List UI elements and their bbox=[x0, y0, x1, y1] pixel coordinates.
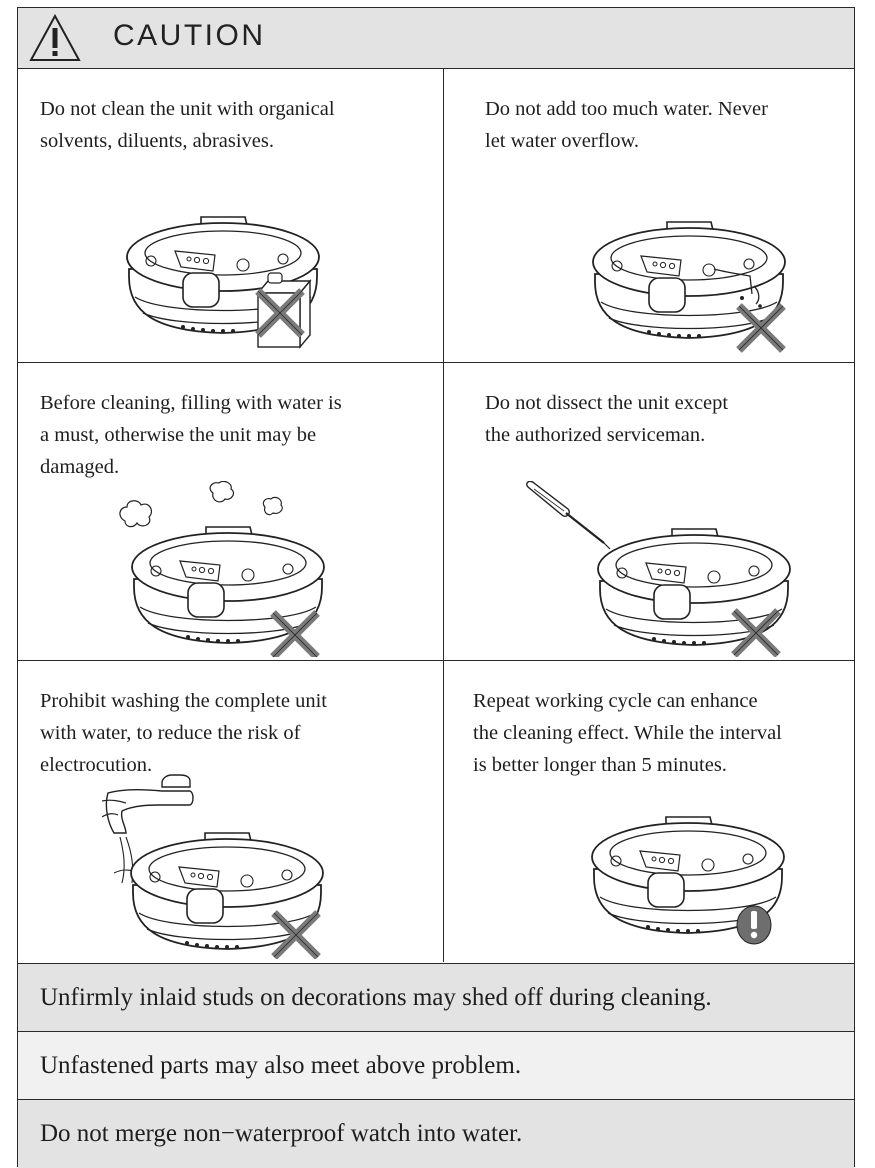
caution-grid: Do not clean the unit with organical sol… bbox=[18, 69, 854, 964]
faucet-icon bbox=[102, 774, 194, 834]
cleaner-screwdriver-illustration bbox=[525, 481, 791, 657]
note-unfastened-parts: Unfastened parts may also meet above pro… bbox=[18, 1032, 854, 1100]
cleaner-tap-illustration bbox=[102, 774, 324, 959]
caution-cell-solvents: Do not clean the unit with organical sol… bbox=[18, 69, 444, 363]
warning-triangle-icon bbox=[29, 13, 81, 61]
attention-icon bbox=[736, 905, 772, 945]
caution-cell-dissect: Do not dissect the unit except the autho… bbox=[444, 363, 854, 661]
caution-text: Repeat working cycle can enhance the cle… bbox=[473, 690, 782, 776]
screwdriver-icon bbox=[525, 481, 611, 550]
cleaner-dry-illustration bbox=[119, 481, 325, 657]
cleaner-overflow-illustration bbox=[592, 221, 804, 364]
caution-text: Do not add too much water. Never let wat… bbox=[485, 98, 768, 152]
caution-sheet: CAUTION Do not clean the unit with organ… bbox=[17, 7, 855, 1168]
caution-cell-washing: Prohibit washing the complete unit with … bbox=[18, 661, 444, 962]
caution-text: Prohibit washing the complete unit with … bbox=[40, 690, 327, 776]
caution-header: CAUTION bbox=[18, 8, 854, 69]
cleaner-solvent-illustration bbox=[126, 216, 320, 349]
caution-cell-fill-water: Before cleaning, filling with water is a… bbox=[18, 363, 444, 661]
note-studs: Unfirmly inlaid studs on decorations may… bbox=[18, 964, 854, 1032]
cleaner-attention-illustration bbox=[591, 816, 785, 945]
caution-cell-repeat-cycle: Repeat working cycle can enhance the cle… bbox=[444, 661, 854, 962]
note-waterproof-watch: Do not merge non−waterproof watch into w… bbox=[18, 1100, 854, 1168]
caution-cell-overflow: Do not add too much water. Never let wat… bbox=[444, 69, 854, 363]
caution-text: Do not clean the unit with organical sol… bbox=[40, 98, 335, 152]
caution-title: CAUTION bbox=[113, 19, 266, 52]
caution-text: Before cleaning, filling with water is a… bbox=[40, 392, 342, 478]
caution-text: Do not dissect the unit except the autho… bbox=[485, 392, 729, 446]
